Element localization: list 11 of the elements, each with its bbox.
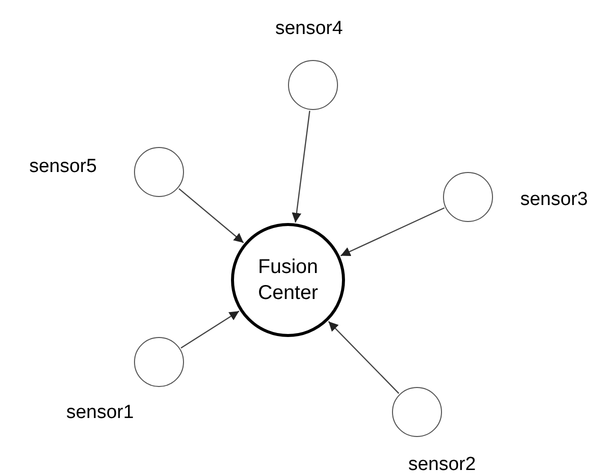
node-label: Fusion Center <box>256 255 320 306</box>
arrow <box>292 110 310 223</box>
sensor-label: sensor5 <box>29 154 97 179</box>
arrow <box>178 188 244 244</box>
sensor-label: sensor2 <box>408 452 476 475</box>
sensor-label: sensor1 <box>66 400 134 425</box>
arrow <box>328 321 400 394</box>
arrow <box>180 310 240 349</box>
sensor-label: sensor3 <box>520 188 588 212</box>
sensor-label: sensor4 <box>275 16 343 41</box>
arrow <box>340 207 445 256</box>
